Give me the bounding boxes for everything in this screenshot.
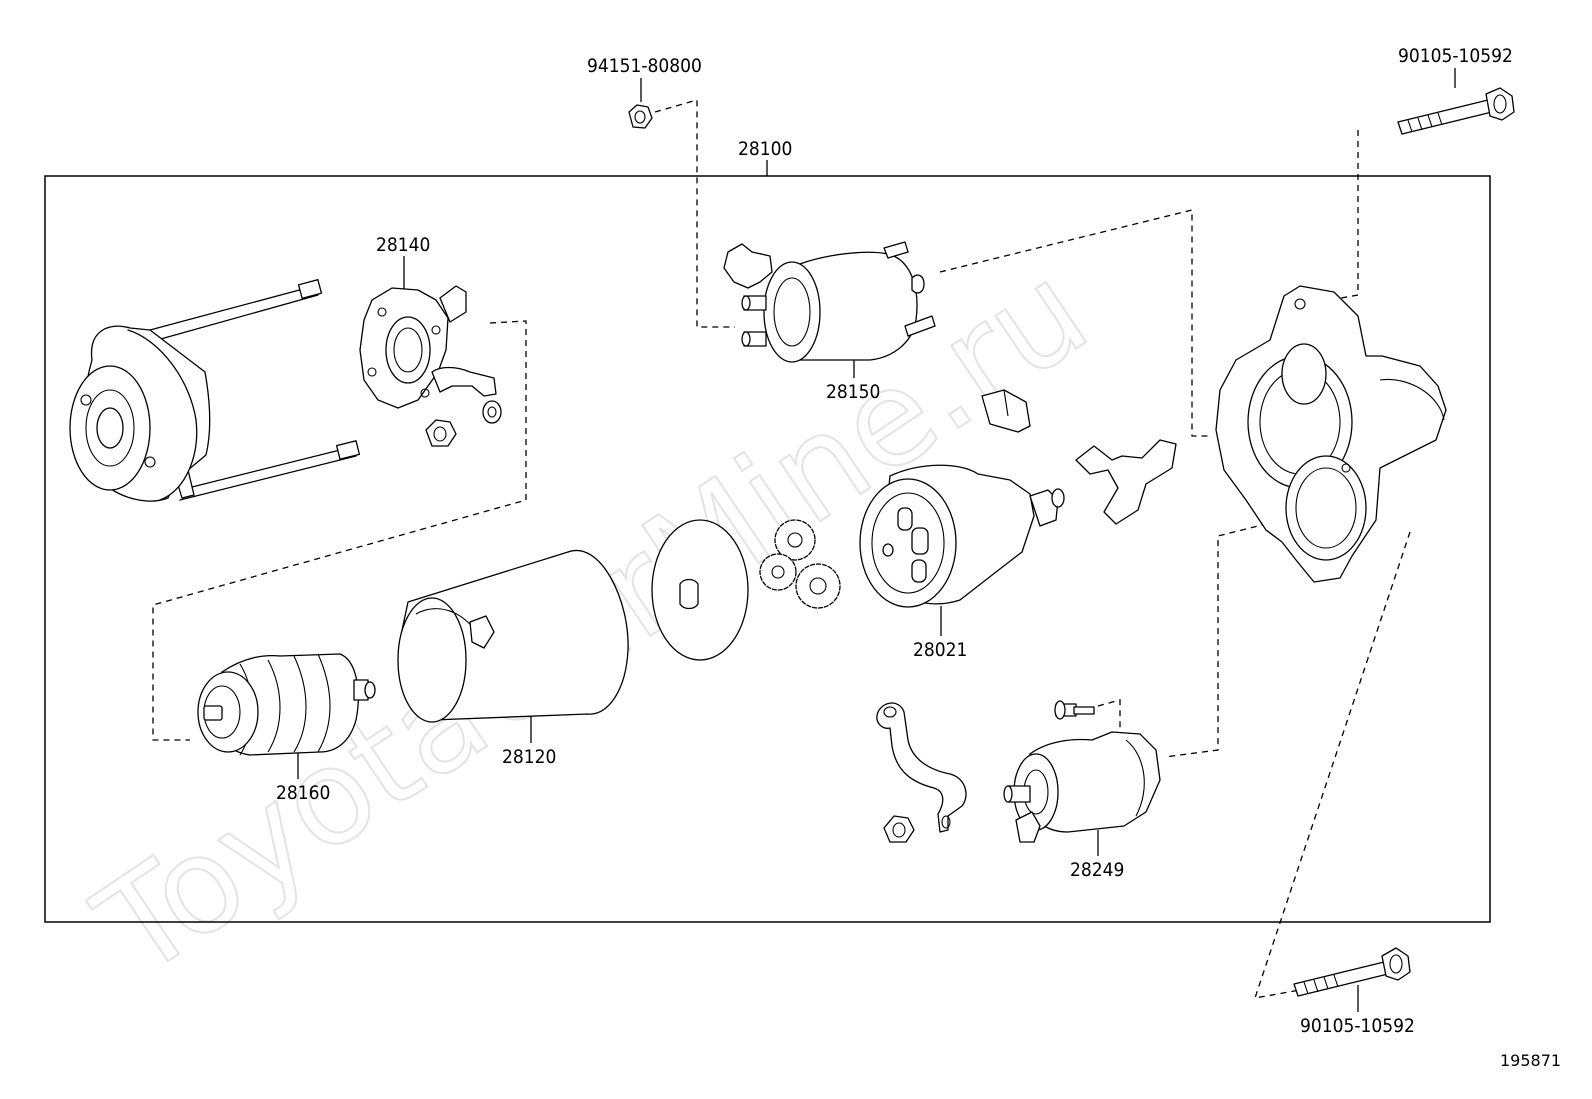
planetary-gears-part[interactable] [759, 519, 841, 609]
cover-plate-part[interactable] [651, 519, 749, 661]
dash-nut-solenoid [654, 99, 735, 328]
damper-block-part[interactable] [981, 389, 1031, 433]
clutch-part[interactable] [859, 464, 1065, 608]
switch-part[interactable] [1003, 700, 1161, 843]
label-assembly[interactable]: 28100 [738, 138, 792, 160]
label-bolt-bottom[interactable]: 90105-10592 [1300, 1015, 1415, 1037]
dash-brush-armature [152, 320, 527, 741]
label-yoke[interactable]: 28120 [502, 746, 556, 768]
yoke-part[interactable] [397, 549, 629, 723]
armature-part[interactable] [197, 653, 376, 756]
label-armature[interactable]: 28160 [276, 782, 330, 804]
label-switch[interactable]: 28249 [1070, 859, 1124, 881]
dash-bolt-top-housing [1329, 130, 1359, 301]
label-clutch[interactable]: 28021 [913, 639, 967, 661]
dash-bolt-bottom [1254, 531, 1411, 999]
label-solenoid[interactable]: 28150 [826, 381, 880, 403]
solenoid-part[interactable] [723, 241, 936, 363]
brush-holder-part[interactable] [359, 285, 502, 447]
shift-lever-part[interactable] [1075, 439, 1177, 525]
bolt-top-part[interactable] [1397, 87, 1515, 135]
bolt-bottom-part[interactable] [1293, 947, 1411, 997]
drive-housing-part[interactable] [1215, 285, 1447, 583]
diagram-id: 195871 [1500, 1051, 1561, 1070]
nut-top-part[interactable] [628, 104, 653, 129]
commutator-end-frame-part[interactable] [69, 279, 361, 502]
lead-wire-part[interactable] [876, 702, 967, 843]
label-bolt-top[interactable]: 90105-10592 [1398, 45, 1513, 67]
label-brush-holder[interactable]: 28140 [376, 234, 430, 256]
label-nut-top[interactable]: 94151-80800 [587, 55, 702, 77]
